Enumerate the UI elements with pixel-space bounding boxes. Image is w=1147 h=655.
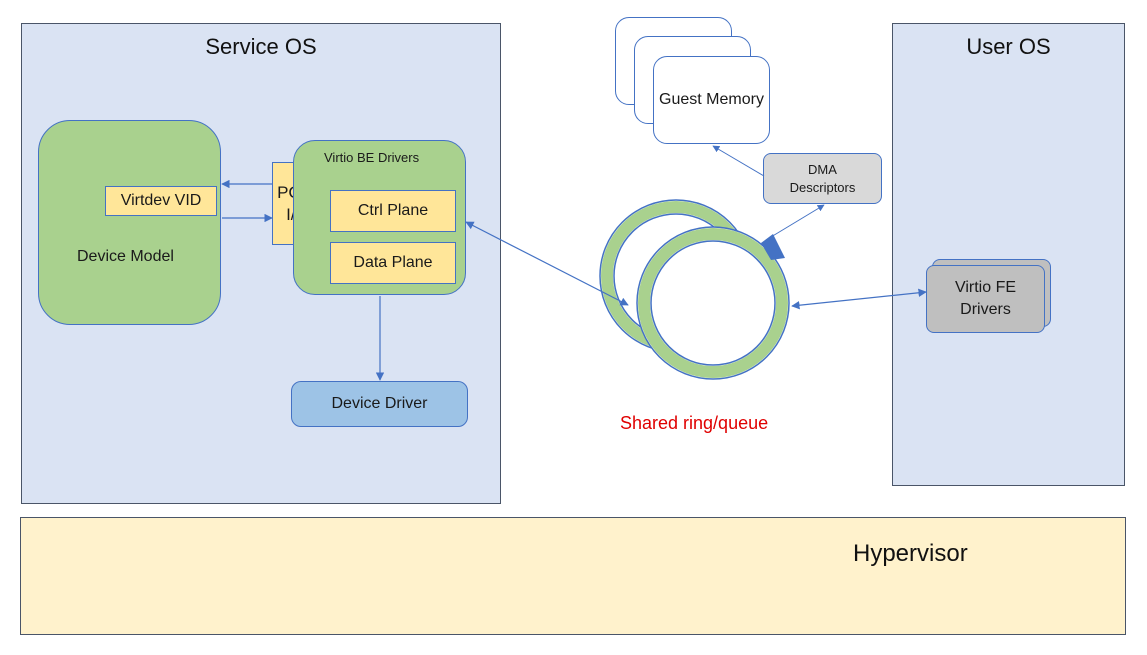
virtio-fe-drivers-box[interactable]: Virtio FE Drivers — [926, 265, 1045, 333]
guest-memory-card[interactable]: Guest Memory — [653, 56, 770, 144]
service-os-title: Service OS — [205, 34, 317, 59]
shared-ring-front — [636, 226, 790, 380]
user-os-title: User OS — [966, 34, 1051, 59]
ctrl-plane-box[interactable]: Ctrl Plane — [330, 190, 456, 232]
hypervisor-label: Hypervisor — [853, 540, 968, 567]
arrow-ring-to-dma — [765, 204, 825, 241]
arrow-ring-fe-drivers — [791, 288, 927, 310]
hypervisor-panel: Hypervisor — [20, 517, 1126, 635]
device-model-box[interactable]: Device Model — [38, 120, 221, 325]
virtio-be-title: Virtio BE Drivers — [324, 150, 420, 165]
arrow-dma-to-memory — [712, 145, 765, 177]
device-model-label: Device Model — [77, 248, 174, 265]
ring-descriptor-segment — [761, 234, 785, 260]
data-plane-box[interactable]: Data Plane — [330, 242, 456, 284]
arrow-ctrl-plane-ring — [465, 221, 629, 306]
device-driver-box[interactable]: Device Driver — [291, 381, 468, 427]
virtdev-vid-box[interactable]: Virtdev VID — [105, 186, 217, 216]
user-os-panel: User OS — [892, 23, 1125, 486]
dma-descriptors-box[interactable]: DMA Descriptors — [763, 153, 882, 204]
shared-ring-label: Shared ring/queue — [620, 413, 769, 433]
